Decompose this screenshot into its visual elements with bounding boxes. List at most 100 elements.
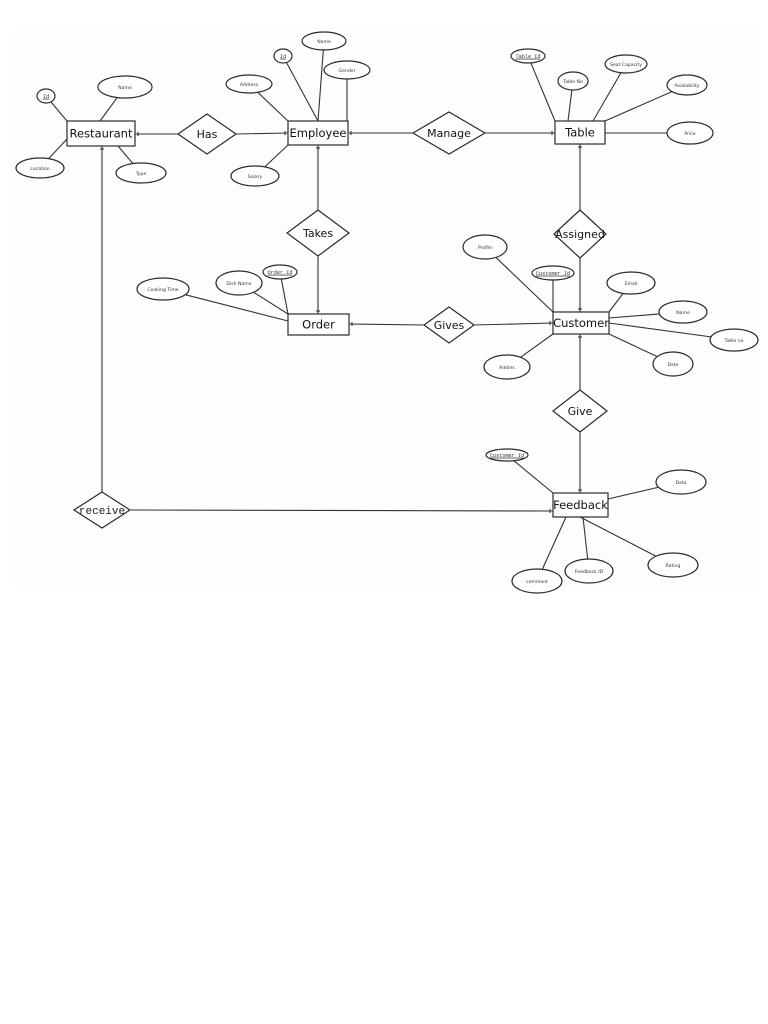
attribute-link-line — [608, 293, 624, 313]
attribute-ellipse — [36, 88, 56, 104]
attribute-ellipse — [230, 165, 280, 187]
attribute-customer-email: Email — [606, 271, 656, 295]
attribute-link-line — [513, 460, 554, 494]
connection-has-employee — [235, 132, 289, 135]
relationship-label: Has — [197, 128, 218, 141]
attribute-link-line — [541, 516, 567, 570]
attribute-label: Customer Id — [536, 271, 570, 277]
attribute-ellipse — [652, 351, 694, 377]
attribute-link-line — [495, 257, 554, 313]
attribute-ellipse — [115, 162, 167, 184]
relationship-diamond — [552, 389, 608, 433]
attribute-customer-date: Date — [652, 351, 694, 377]
connection-receive-feedback — [129, 509, 554, 512]
attribute-label: Address — [240, 82, 259, 88]
attribute-ellipse — [511, 568, 563, 594]
attribute-ellipse — [557, 71, 589, 91]
relationship-has: Has — [176, 113, 238, 155]
attribute-link-line — [567, 89, 573, 122]
attribute-link-line — [608, 313, 660, 319]
entity-restaurant: Restaurant — [66, 120, 136, 147]
relationship-label: Gives — [434, 319, 465, 332]
attribute-link-line — [257, 91, 289, 122]
attribute-ellipse — [462, 234, 508, 260]
entity-box — [554, 120, 606, 145]
relationship-label: Assigned — [555, 228, 605, 241]
attribute-ellipse — [215, 270, 263, 296]
relationship-label: Give — [568, 405, 593, 418]
attribute-link-line — [185, 294, 289, 322]
entity-table: Table — [554, 120, 606, 145]
relationship-diamond — [553, 209, 607, 259]
attribute-employee-salary: Salary — [230, 165, 280, 187]
attribute-table-table-id: Table Id — [510, 48, 546, 64]
attribute-ellipse — [655, 469, 707, 495]
attribute-ellipse — [483, 354, 531, 380]
attribute-customer-customer-id: Customer Id — [531, 265, 575, 281]
attribute-ellipse — [301, 31, 347, 51]
attribute-ellipse — [647, 552, 699, 578]
relationship-gives: Gives — [422, 306, 476, 344]
relationship-label: Takes — [302, 227, 333, 240]
attribute-ellipse — [606, 271, 656, 295]
relationship-diamond — [422, 306, 476, 344]
attribute-ellipse — [658, 300, 708, 324]
attribute-restaurant-location: Location — [15, 157, 65, 179]
attribute-ellipse — [510, 48, 546, 64]
attribute-restaurant-type: Type — [115, 162, 167, 184]
attribute-link-line — [50, 101, 68, 122]
attribute-label: Table Id — [516, 54, 541, 60]
entity-box — [66, 120, 136, 147]
relationship-give: Give — [552, 389, 608, 433]
relationship-diamond — [72, 491, 132, 529]
attribute-link-line — [99, 97, 118, 122]
attribute-order-order-id: Order Id — [262, 264, 298, 280]
connection-gives-customer — [473, 322, 554, 326]
attribute-label: Salary — [248, 174, 263, 180]
attribute-label: Name — [676, 310, 690, 316]
attribute-label: Price — [684, 131, 695, 137]
attribute-table-seat-capacity: Seat Capacity — [604, 54, 648, 74]
attribute-ellipse — [666, 74, 708, 96]
attribute-feedback-comment: comment — [511, 568, 563, 594]
attribute-ellipse — [666, 121, 714, 145]
attribute-ellipse — [604, 54, 648, 74]
attribute-label: Feedback ID — [575, 569, 604, 575]
attributes: IdNameLocationTypeIdNameGenderAddressSal… — [15, 31, 759, 594]
attribute-customer-addres: Addres — [483, 354, 531, 380]
attribute-label: Rating — [666, 563, 681, 569]
attribute-link-line — [579, 516, 657, 557]
attribute-employee-id: Id — [273, 48, 293, 64]
relationship-takes: Takes — [285, 209, 351, 257]
relationship-assigned: Assigned — [553, 209, 607, 259]
entity-box — [552, 492, 609, 518]
attribute-link-line — [117, 145, 134, 164]
attribute-customer-table-no: Table no — [709, 328, 759, 352]
relationship-diamond — [285, 209, 351, 257]
attribute-label: Email — [625, 281, 638, 287]
attribute-label: Profile — [478, 245, 492, 251]
attribute-link-line — [608, 333, 658, 358]
entity-feedback: Feedback — [552, 492, 609, 518]
attribute-ellipse — [709, 328, 759, 352]
attribute-label: comment — [526, 579, 548, 585]
attribute-link-line — [253, 291, 289, 315]
attribute-label: Table no — [723, 338, 743, 344]
attribute-link-line — [530, 62, 556, 122]
attribute-link-line — [48, 138, 68, 160]
attribute-ellipse — [15, 157, 65, 179]
attribute-customer-profile: Profile — [462, 234, 508, 260]
attribute-link-line — [604, 91, 673, 122]
entity-box — [552, 311, 610, 335]
attribute-link-line — [264, 144, 289, 168]
er-diagram-canvas — [15, 28, 760, 588]
attribute-label: Customer Id — [490, 453, 524, 459]
relationship-label: Manage — [427, 127, 471, 140]
attribute-link-line — [280, 278, 289, 315]
entity-box — [287, 120, 349, 146]
attribute-link-line — [592, 72, 622, 122]
relationship-label: receive — [79, 506, 125, 518]
relationship-manage: Manage — [411, 111, 487, 155]
